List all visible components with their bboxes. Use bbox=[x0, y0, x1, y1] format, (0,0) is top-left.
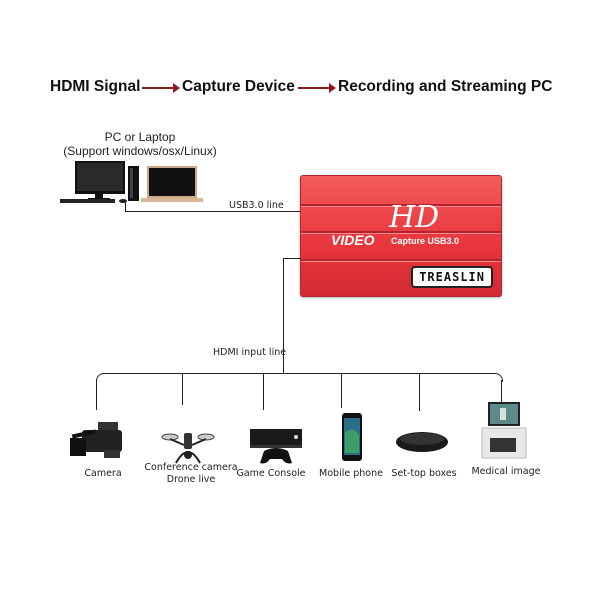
branch-line bbox=[501, 380, 502, 410]
pc-tower-icon bbox=[128, 166, 139, 201]
source-label-drone: Conference camera Drone live bbox=[136, 462, 246, 486]
bus-corner-right bbox=[494, 373, 503, 382]
branch-line bbox=[341, 373, 342, 408]
pc-title: PC or Laptop bbox=[104, 130, 176, 144]
hdmi-bus-line bbox=[103, 373, 496, 374]
device-hd-logo: HD bbox=[389, 200, 440, 235]
source-label-camera: Camera bbox=[84, 468, 122, 479]
hdmi-line-connector bbox=[283, 258, 301, 259]
hdmi-line-label: HDMI input line bbox=[213, 347, 287, 358]
usb-line-label: USB3.0 line bbox=[229, 200, 284, 211]
keyboard-icon bbox=[60, 199, 127, 203]
laptop-icon bbox=[141, 166, 203, 202]
pc-subtitle: (Support windows/osx/Linux) bbox=[63, 144, 217, 158]
mobile-phone-icon bbox=[342, 413, 362, 461]
hdmi-line-vertical bbox=[283, 258, 284, 374]
usb-line-vertical bbox=[125, 200, 126, 211]
bus-corner-left bbox=[96, 373, 105, 382]
device-capture-text: Capture USB3.0 bbox=[391, 236, 460, 246]
flow-step-recording-pc: Recording and Streaming PC bbox=[338, 78, 553, 95]
source-label-game-console: Game Console bbox=[236, 468, 306, 479]
set-top-box-icon bbox=[396, 432, 448, 452]
flow-step-hdmi-signal: HDMI Signal bbox=[50, 78, 141, 95]
flow-step-capture-device: Capture Device bbox=[182, 78, 295, 95]
source-label-set-top-box: Set-top boxes bbox=[391, 468, 457, 479]
pc-illustration bbox=[60, 161, 203, 203]
arrow-icon bbox=[142, 83, 180, 93]
device-video-text: VIDEO bbox=[331, 232, 375, 248]
device-groove bbox=[301, 259, 501, 262]
pc-label: PC or Laptop (Support windows/osx/Linux) bbox=[55, 130, 225, 158]
brand-logo: TREASLIN bbox=[411, 266, 493, 288]
source-label-mobile-phone: Mobile phone bbox=[319, 468, 383, 479]
game-console-icon bbox=[250, 429, 302, 464]
source-label-medical-image: Medical image bbox=[471, 466, 541, 477]
source-label-line1: Conference camera bbox=[144, 462, 238, 473]
branch-line bbox=[263, 373, 264, 410]
flow-header: HDMI Signal Capture Device Recording and… bbox=[0, 76, 600, 100]
drone-icon bbox=[161, 433, 215, 464]
medical-device-icon bbox=[481, 402, 527, 459]
device-groove bbox=[301, 204, 501, 207]
capture-device: HD VIDEO Capture USB3.0 TREASLIN bbox=[300, 175, 502, 297]
branch-line bbox=[182, 373, 183, 405]
usb-line bbox=[125, 211, 302, 212]
device-groove bbox=[301, 231, 501, 234]
desktop-monitor-icon bbox=[75, 161, 125, 200]
branch-line bbox=[419, 373, 420, 411]
camera-icon bbox=[70, 422, 122, 458]
branch-line bbox=[96, 380, 97, 410]
source-label-line2: Drone live bbox=[166, 474, 216, 485]
arrow-icon bbox=[298, 83, 336, 93]
